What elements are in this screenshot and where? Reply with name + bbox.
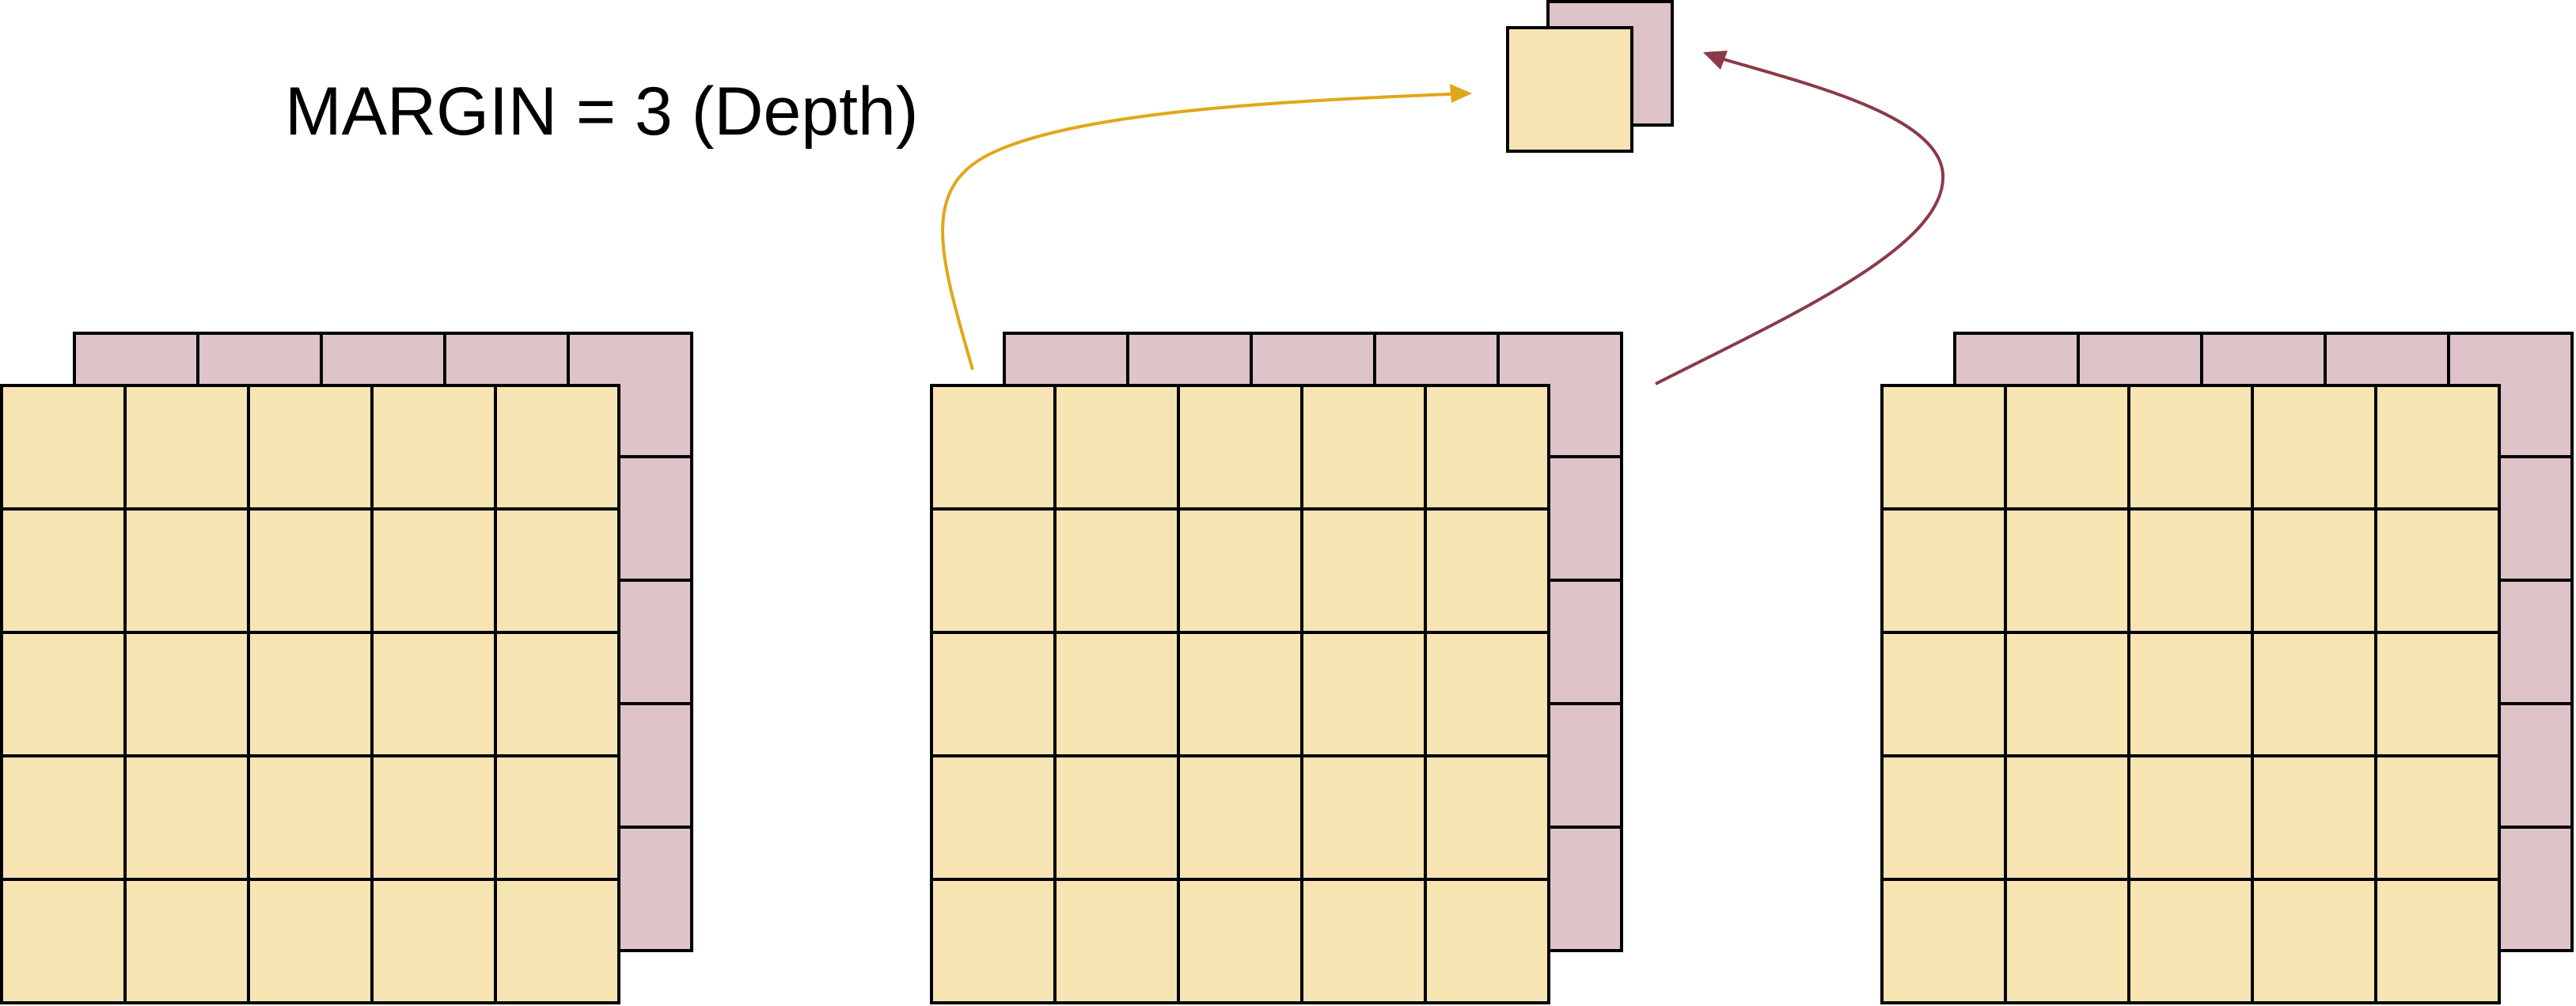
grid-cell	[2004, 754, 2130, 881]
grid-cell	[1177, 384, 1303, 511]
grid-cell	[1300, 878, 1427, 1004]
grid-cell	[494, 507, 620, 634]
grid-cell	[0, 878, 127, 1004]
grid-cell	[247, 631, 374, 757]
grid-cell	[2374, 631, 2501, 757]
grid-cell	[1424, 631, 1550, 757]
grid-cell	[930, 754, 1057, 881]
grid-cell	[123, 507, 250, 634]
grid-cell	[2374, 507, 2501, 634]
grid-cell	[2004, 878, 2130, 1004]
grid-cell	[123, 754, 250, 881]
grid-cell	[1424, 507, 1550, 634]
grid-cell	[2127, 878, 2254, 1004]
grid-cell	[2374, 878, 2501, 1004]
grid-cell	[370, 631, 497, 757]
matrix-right	[1880, 332, 2574, 1004]
grid-cell	[1300, 631, 1427, 757]
grid-cell	[2251, 507, 2377, 634]
grid-cell	[2004, 507, 2130, 634]
grid-cell	[247, 384, 374, 511]
grid-cell	[247, 878, 374, 1004]
result-cell-front	[1506, 26, 1633, 153]
grid-cell	[370, 384, 497, 511]
arrow-back-layer	[1655, 55, 1945, 385]
grid-cell	[1424, 754, 1550, 881]
grid-cell	[930, 878, 1057, 1004]
result-cell	[1506, 0, 1674, 153]
grid-cell	[2374, 384, 2501, 511]
arrow-front-head-icon	[1450, 84, 1472, 103]
grid-cell	[1177, 878, 1303, 1004]
grid-cell	[247, 507, 374, 634]
grid-cell	[2127, 754, 2254, 881]
grid-cell	[0, 631, 127, 757]
grid-cell	[1177, 754, 1303, 881]
arrows	[941, 51, 1945, 385]
grid-cell	[1880, 754, 2007, 881]
grid-cell	[1880, 507, 2007, 634]
grid-cell	[2127, 507, 2254, 634]
arrow-back-head-icon	[1703, 51, 1728, 70]
matrix-center	[930, 332, 1623, 1004]
grid-cell	[2374, 754, 2501, 881]
grid-cell	[2251, 878, 2377, 1004]
grid-cell	[1053, 754, 1180, 881]
grid-cell	[1177, 507, 1303, 634]
grid-cell	[930, 507, 1057, 634]
grid-cell	[1424, 384, 1550, 511]
grid-cell	[0, 384, 127, 511]
grid-cell	[494, 878, 620, 1004]
grid-cell	[123, 384, 250, 511]
grid-cell	[1300, 384, 1427, 511]
grid-cell	[1177, 631, 1303, 757]
grid-cell	[494, 631, 620, 757]
grid-cell	[0, 754, 127, 881]
matrix-right-front-layer	[1880, 384, 2501, 1004]
grid-cell	[123, 631, 250, 757]
matrix-left	[0, 332, 693, 1004]
grid-cell	[1053, 631, 1180, 757]
grid-cell	[930, 384, 1057, 511]
grid-cell	[930, 631, 1057, 757]
arrow-front-layer	[941, 92, 1469, 370]
grid-cell	[1053, 384, 1180, 511]
grid-cell	[370, 507, 497, 634]
grid-cell	[1053, 507, 1180, 634]
matrix-left-front-layer	[0, 384, 620, 1004]
grid-cell	[2004, 384, 2130, 511]
grid-cell	[123, 878, 250, 1004]
grid-cell	[1300, 754, 1427, 881]
grid-cell	[2127, 631, 2254, 757]
grid-cell	[1053, 878, 1180, 1004]
grid-cell	[494, 754, 620, 881]
grid-cell	[247, 754, 374, 881]
matrix-center-front-layer	[930, 384, 1550, 1004]
grid-cell	[2251, 384, 2377, 511]
grid-cell	[370, 878, 497, 1004]
grid-cell	[2127, 384, 2254, 511]
grid-cell	[1880, 631, 2007, 757]
grid-cell	[1300, 507, 1427, 634]
grid-cell	[2251, 631, 2377, 757]
grid-cell	[494, 384, 620, 511]
grid-cell	[2004, 631, 2130, 757]
grid-cell	[1424, 878, 1550, 1004]
grid-cell	[1880, 384, 2007, 511]
margin-caption: MARGIN = 3 (Depth)	[285, 74, 919, 150]
grid-cell	[2251, 754, 2377, 881]
grid-cell	[1880, 878, 2007, 1004]
grid-cell	[370, 754, 497, 881]
grid-cell	[0, 507, 127, 634]
